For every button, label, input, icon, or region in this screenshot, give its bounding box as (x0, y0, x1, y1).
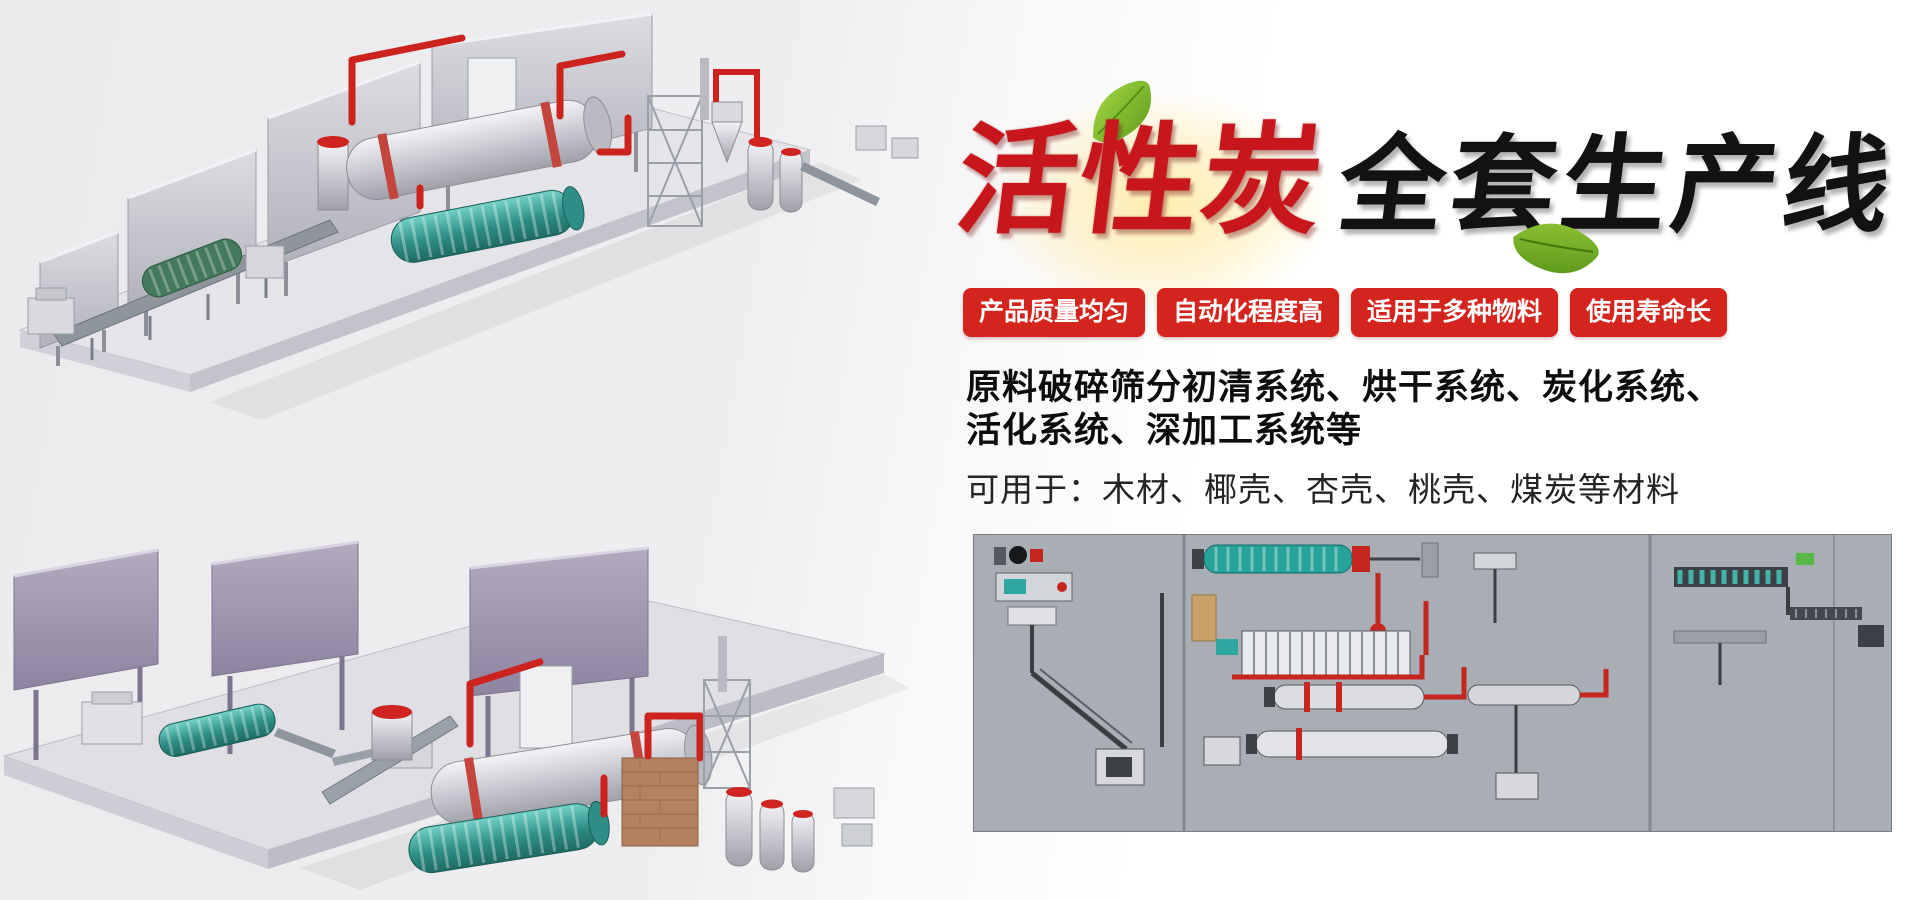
title-red-text: 活性炭 (949, 110, 1333, 251)
bin-1 (833, 787, 875, 819)
filter-tank (317, 141, 349, 211)
badge-materials: 适用于多种物料 (1351, 288, 1559, 337)
schematic-kiln-block (1191, 594, 1217, 642)
leaf-icon-bottom (1513, 223, 1599, 274)
production-line-3d-render-bottom (2, 540, 910, 890)
leaf-icon-top (1093, 80, 1151, 143)
teal-carbonization-drum (390, 186, 585, 263)
schematic-lower-drums (1203, 667, 1467, 766)
red-piping (348, 34, 632, 210)
title-black-text: 全套生产线 (1331, 122, 1903, 247)
lattice-tower (647, 95, 703, 227)
production-line-3d-render-top (18, 12, 919, 420)
schematic-packing-section (1673, 553, 1884, 685)
bin-2 (841, 823, 873, 847)
feature-badges: 产品质量均匀 自动化程度高 适用于多种物料 使用寿命长 (963, 288, 1728, 337)
chimney (718, 636, 727, 692)
rotary-drum (346, 96, 613, 200)
discharge-conveyor (800, 162, 880, 206)
plant-layout-schematic-drawing (974, 535, 1891, 831)
canopy-walls (13, 540, 649, 760)
main-title: 活性炭全套生产线 (949, 110, 1905, 251)
feed-tank (371, 711, 413, 761)
red-pipe-right (713, 69, 760, 138)
bin-1 (855, 125, 887, 151)
filter-tank-cap (317, 136, 349, 148)
badge-lifespan: 使用寿命长 (1570, 288, 1728, 337)
control-cabinet (519, 665, 573, 749)
transfer-conveyor-1 (274, 728, 336, 758)
description-block: 原料破碎筛分初清系统、烘干系统、炭化系统、 活化系统、深加工系统等 可用于：木材… (966, 366, 1896, 511)
bin-2 (891, 137, 919, 159)
red-piping (466, 658, 704, 818)
crusher-cluster (141, 238, 285, 298)
schematic-carbonization-furnace (1216, 601, 1429, 680)
materials-line: 可用于：木材、椰壳、杏壳、桃壳、煤炭等材料 (966, 470, 1680, 508)
systems-line-1: 原料破碎筛分初清系统、烘干系统、炭化系统、 (966, 368, 1723, 407)
brick-kiln (621, 757, 699, 847)
feed-hopper (81, 691, 143, 745)
storage-tanks (725, 787, 815, 873)
cyclone (711, 101, 743, 164)
schematic-cooling-section (1467, 552, 1609, 800)
storage-tanks (747, 137, 803, 213)
badge-automation: 自动化程度高 (1157, 288, 1340, 337)
schematic-teal-dryer (1192, 542, 1439, 639)
crusher-drum (158, 703, 276, 757)
badge-quality: 产品质量均匀 (963, 288, 1146, 337)
feed-tank-cap (372, 705, 412, 719)
systems-line-2: 活化系统、深加工系统等 (966, 411, 1363, 451)
schematic-feed-cluster (994, 546, 1164, 786)
plant-layout-schematic (973, 534, 1892, 832)
chimney (700, 58, 709, 120)
